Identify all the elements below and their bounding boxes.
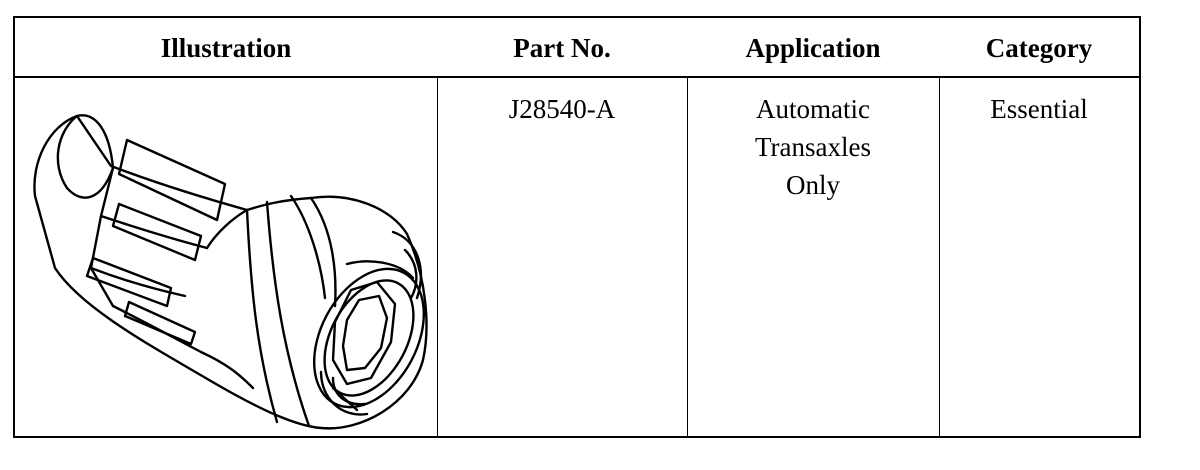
header-application: Application (745, 33, 881, 63)
category-cell: Essential (939, 90, 1139, 128)
header-illustration: Illustration (160, 33, 292, 63)
spline-socket-tool-icon (33, 114, 428, 430)
table-header-row: Illustration Part No. Application Catego… (15, 18, 1139, 78)
application-cell: Automatic Transaxles Only (687, 90, 939, 204)
header-category: Category (985, 33, 1093, 63)
column-divider (437, 78, 438, 436)
tool-table: Illustration Part No. Application Catego… (13, 16, 1141, 438)
column-divider (939, 78, 940, 436)
category-value: Essential (990, 94, 1088, 124)
part-number: J28540-A (508, 94, 616, 124)
application-line: Only (786, 170, 840, 200)
application-line: Automatic (756, 94, 870, 124)
application-line: Transaxles (754, 132, 871, 162)
header-part-no: Part No. (513, 33, 611, 63)
part-number-cell: J28540-A (437, 90, 687, 128)
column-divider (687, 78, 688, 436)
